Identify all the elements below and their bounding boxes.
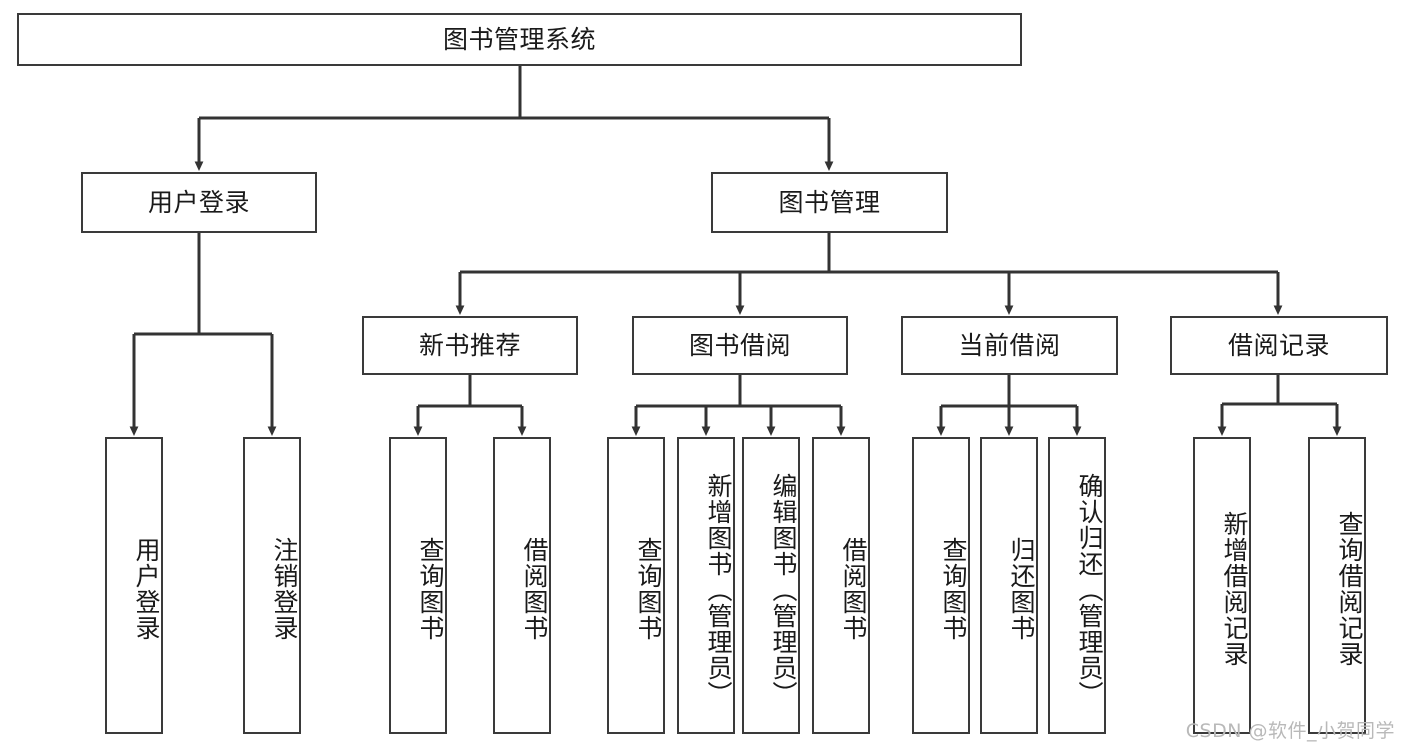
leaf-current-borrow-return-book[interactable]: 归还图书	[980, 437, 1038, 734]
leaf-borrow-record-add-record[interactable]: 新增借阅记录	[1193, 437, 1251, 734]
node-label: 图书管理	[778, 187, 881, 217]
node-label: 确认归还（管理员）	[1075, 472, 1104, 707]
leaf-book-borrow-borrow-book[interactable]: 借阅图书	[812, 437, 870, 734]
node-label: 用户登录	[132, 536, 161, 641]
node-label: 查询图书	[939, 536, 968, 641]
node-current-borrow[interactable]: 当前借阅	[901, 316, 1118, 375]
node-label: 新书推荐	[418, 330, 521, 360]
node-label: 借阅图书	[520, 536, 549, 641]
node-book-management[interactable]: 图书管理	[711, 172, 948, 233]
node-root-library-system[interactable]: 图书管理系统	[17, 13, 1022, 66]
leaf-new-book-borrow-book[interactable]: 借阅图书	[493, 437, 551, 734]
leaf-current-borrow-query-book[interactable]: 查询图书	[912, 437, 970, 734]
leaf-book-borrow-query-book[interactable]: 查询图书	[607, 437, 665, 734]
node-label: 用户登录	[147, 187, 250, 217]
node-label: 图书借阅	[688, 330, 791, 360]
leaf-user-login-login[interactable]: 用户登录	[105, 437, 163, 734]
node-label: 查询图书	[634, 536, 663, 641]
node-label: 新增图书（管理员）	[704, 472, 733, 707]
node-label: 查询借阅记录	[1335, 510, 1364, 667]
leaf-borrow-record-query-record[interactable]: 查询借阅记录	[1308, 437, 1366, 734]
node-user-login[interactable]: 用户登录	[81, 172, 317, 233]
node-label: 图书管理系统	[442, 24, 596, 54]
node-label: 编辑图书（管理员）	[769, 472, 798, 707]
node-label: 当前借阅	[958, 330, 1061, 360]
leaf-book-borrow-add-book-admin[interactable]: 新增图书（管理员）	[677, 437, 735, 734]
leaf-user-login-logout[interactable]: 注销登录	[243, 437, 301, 734]
node-label: 借阅图书	[839, 536, 868, 641]
node-borrow-record[interactable]: 借阅记录	[1170, 316, 1388, 375]
node-label: 归还图书	[1007, 536, 1036, 641]
watermark: CSDN @软件_小贺同学	[1185, 720, 1395, 742]
leaf-new-book-query-book[interactable]: 查询图书	[389, 437, 447, 734]
node-new-book-recommend[interactable]: 新书推荐	[362, 316, 578, 375]
node-label: 查询图书	[416, 536, 445, 641]
node-book-borrow[interactable]: 图书借阅	[632, 316, 848, 375]
node-label: 借阅记录	[1227, 330, 1330, 360]
node-label: 新增借阅记录	[1220, 510, 1249, 667]
leaf-current-borrow-confirm-return-admin[interactable]: 确认归还（管理员）	[1048, 437, 1106, 734]
leaf-book-borrow-edit-book-admin[interactable]: 编辑图书（管理员）	[742, 437, 800, 734]
node-label: 注销登录	[270, 536, 299, 641]
